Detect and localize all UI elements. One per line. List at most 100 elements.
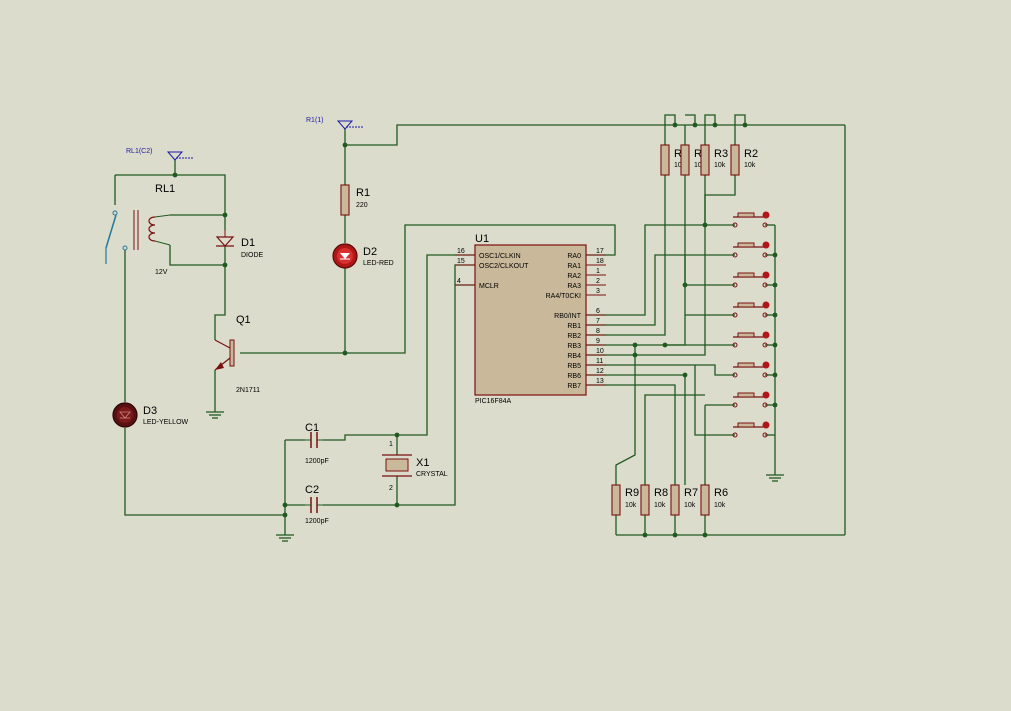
c2-value: 1200pF — [305, 518, 329, 525]
ground-symbol — [206, 411, 224, 419]
mcu-pin-name: OSC1/CLKIN — [479, 253, 521, 260]
mcu-pin-number: 9 — [596, 338, 600, 345]
push-button[interactable] — [732, 391, 770, 408]
mcu-pin-13: RB7 13 — [567, 378, 606, 390]
mcu-pin-number: 2 — [596, 278, 600, 285]
mcu-value: PIC16F84A — [475, 398, 512, 405]
led-d3[interactable]: D3 LED-YELLOW — [112, 402, 189, 428]
mcu-pin-name: MCLR — [479, 283, 499, 290]
resistor-value: 10k — [684, 502, 696, 509]
button-indicator-icon — [762, 421, 770, 429]
push-buttons — [732, 211, 770, 438]
mcu-pin-number: 12 — [596, 368, 604, 375]
mcu-pin-name: RA4/T0CKI — [546, 293, 581, 300]
resistor-ref: R2 — [744, 148, 758, 160]
mcu-pin-number: 15 — [457, 258, 465, 265]
push-button[interactable] — [732, 271, 770, 288]
mcu-pin-name: RB2 — [567, 333, 581, 340]
mcu-right-pins: RA017RA118RA21RA32RA4/T0CKI3RB0/INT6RB17… — [546, 248, 606, 390]
mcu-pin-8: RB2 8 — [567, 328, 606, 340]
d3-value: LED-YELLOW — [143, 419, 189, 426]
mcu-pin-number: 10 — [596, 348, 604, 355]
mcu-pin-number: 13 — [596, 378, 604, 385]
mcu-pin-17: RA0 17 — [567, 248, 606, 260]
resistor-value: 10k — [674, 162, 686, 169]
button-indicator-icon — [762, 241, 770, 249]
mcu-pin-number: 4 — [457, 278, 461, 285]
mcu-ref: U1 — [475, 233, 489, 245]
push-button[interactable] — [732, 241, 770, 258]
button-indicator-icon — [762, 331, 770, 339]
mcu-pin-number: 17 — [596, 248, 604, 255]
mcu-pin-name: RB4 — [567, 353, 581, 360]
mcu-pin-3: RA4/T0CKI 3 — [546, 288, 606, 300]
push-button[interactable] — [732, 331, 770, 348]
r1-ref: R1 — [356, 187, 370, 199]
mcu-pin-number: 18 — [596, 258, 604, 265]
relay-rl1[interactable]: RL1 12V — [105, 183, 175, 276]
resistor-r1[interactable]: R1 220 — [340, 184, 370, 216]
diode-d1[interactable]: D1 DIODE — [215, 230, 264, 259]
mcu-pin-name: RA3 — [567, 283, 581, 290]
push-button[interactable] — [732, 421, 770, 438]
d2-ref: D2 — [363, 246, 377, 258]
mcu-pin-name: RA0 — [567, 253, 581, 260]
push-button[interactable] — [732, 301, 770, 318]
mcu-pin-2: RA3 2 — [567, 278, 606, 290]
button-indicator-icon — [762, 301, 770, 309]
capacitor-c2[interactable]: C2 1200pF — [305, 484, 329, 525]
resistor-value: 10k — [714, 162, 726, 169]
mcu-pin-15: OSC2/CLKOUT 15 — [455, 258, 529, 270]
resistor-value: 10k — [714, 502, 726, 509]
terminal-r1: R1(1) — [306, 117, 364, 135]
mcu-pin-number: 8 — [596, 328, 600, 335]
mcu-pin-4: MCLR 4 — [455, 278, 499, 290]
mcu-pin-name: RB6 — [567, 373, 581, 380]
resistor-ref: R8 — [654, 487, 668, 499]
mcu-pin-name: OSC2/CLKOUT — [479, 263, 529, 270]
c2-ref: C2 — [305, 484, 319, 496]
relay-value: 12V — [155, 269, 168, 276]
mcu-pin-12: RB6 12 — [567, 368, 606, 380]
resistor-value: 10k — [625, 502, 637, 509]
capacitor-c1[interactable]: C1 1200pF — [305, 422, 329, 465]
c1-ref: C1 — [305, 422, 319, 434]
ground-symbol — [766, 474, 784, 482]
mcu-pin-name: RA1 — [567, 263, 581, 270]
c1-value: 1200pF — [305, 458, 329, 465]
resistor-value: 10k — [654, 502, 666, 509]
push-button[interactable] — [732, 211, 770, 228]
mcu-pin-name: RB7 — [567, 383, 581, 390]
mcu-pin-number: 7 — [596, 318, 600, 325]
mcu-pin-10: RB4 10 — [567, 348, 606, 360]
button-indicator-icon — [762, 271, 770, 279]
mcu-pin-number: 1 — [596, 268, 600, 275]
resistor-value: 10k — [694, 162, 706, 169]
led-d2[interactable]: D2 LED-RED — [332, 243, 394, 269]
button-indicator-icon — [762, 361, 770, 369]
crystal-value: CRYSTAL — [416, 471, 448, 478]
mcu-pin-name: RB5 — [567, 363, 581, 370]
crystal-x1[interactable]: 1 2 X1 CRYSTAL — [382, 441, 448, 492]
push-button[interactable] — [732, 361, 770, 378]
transistor-q1[interactable]: Q1 2N1711 — [214, 314, 260, 394]
junctions — [172, 122, 778, 538]
relay-ref: RL1 — [155, 183, 175, 195]
mcu-pin-number: 3 — [596, 288, 600, 295]
terminal-rl1: RL1(C2) — [126, 148, 194, 167]
mcu-pin-number: 11 — [596, 358, 603, 365]
